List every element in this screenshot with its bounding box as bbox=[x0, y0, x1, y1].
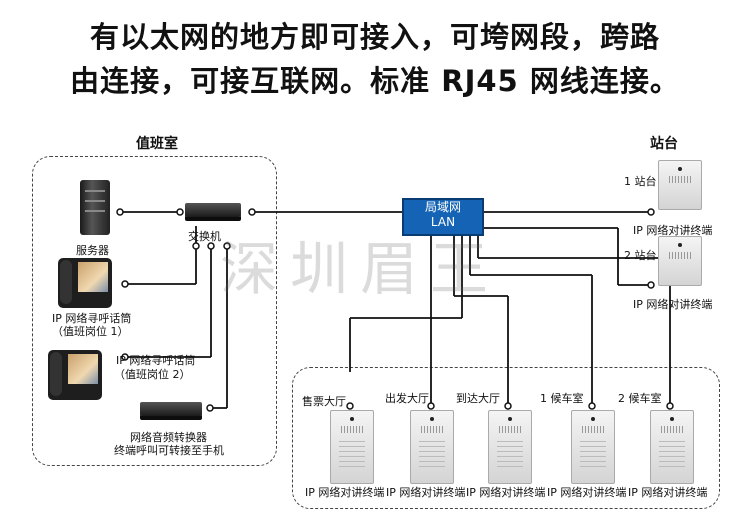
hall-terminal-icon bbox=[410, 410, 454, 484]
watermark-text: 深圳眉王 bbox=[220, 235, 501, 303]
hall-terminal-icon bbox=[571, 410, 615, 484]
phone-2-label: IP 网络寻呼话筒 bbox=[116, 354, 196, 367]
ip-paging-phone-2-icon bbox=[48, 350, 102, 400]
duty-room-zone bbox=[32, 156, 277, 466]
server-label: 服务器 bbox=[76, 244, 109, 257]
duty-room-title: 值班室 bbox=[136, 136, 178, 152]
hall-terminal-label: IP 网络对讲终端 bbox=[547, 486, 627, 499]
hall-zone bbox=[292, 367, 720, 509]
converter-sublabel: 终端呼叫可转接至手机 bbox=[114, 444, 224, 457]
hall-terminal-icon bbox=[650, 410, 694, 484]
lan-box: 局域网 LAN bbox=[402, 198, 484, 236]
hall-terminal-name: 出发大厅 bbox=[385, 392, 429, 405]
phone-1-sublabel: （值班岗位 1） bbox=[52, 325, 129, 338]
station-terminal-2-icon bbox=[658, 236, 702, 286]
lan-label-en: LAN bbox=[430, 215, 456, 229]
station-terminal-1-icon bbox=[658, 160, 702, 210]
hall-terminal-label: IP 网络对讲终端 bbox=[386, 486, 466, 499]
network-switch-icon bbox=[185, 203, 241, 217]
platform-2-label: 2 站台 bbox=[624, 249, 657, 262]
hall-terminal-label: IP 网络对讲终端 bbox=[466, 486, 546, 499]
headline-line-2: 由连接，可接互联网。标准 RJ45 网线连接。 bbox=[70, 64, 680, 98]
lan-label-cn: 局域网 bbox=[424, 200, 461, 214]
phone-2-sublabel: （值班岗位 2） bbox=[114, 368, 191, 381]
hall-terminal-name: 1 候车室 bbox=[540, 392, 584, 405]
ip-paging-phone-1-icon bbox=[58, 258, 112, 308]
station-title: 站台 bbox=[650, 136, 678, 152]
hall-terminal-label: IP 网络对讲终端 bbox=[305, 486, 385, 499]
hall-terminal-name: 售票大厅 bbox=[302, 395, 346, 408]
platform-1-label: 1 站台 bbox=[624, 175, 657, 188]
switch-label: 交换机 bbox=[188, 230, 221, 243]
hall-terminal-icon bbox=[488, 410, 532, 484]
hall-terminal-name: 到达大厅 bbox=[456, 392, 500, 405]
audio-converter-icon bbox=[140, 402, 202, 416]
station-terminal-1-label: IP 网络对讲终端 bbox=[633, 224, 713, 237]
station-terminal-2-label: IP 网络对讲终端 bbox=[633, 298, 713, 311]
headline-line-1: 有以太网的地方即可接入，可垮网段，跨路 bbox=[89, 20, 660, 54]
hall-terminal-name: 2 候车室 bbox=[618, 392, 662, 405]
phone-1-label: IP 网络寻呼话筒 bbox=[52, 312, 132, 325]
converter-label: 网络音频转换器 bbox=[130, 431, 207, 444]
server-icon bbox=[80, 180, 110, 235]
hall-terminal-icon bbox=[330, 410, 374, 484]
hall-terminal-label: IP 网络对讲终端 bbox=[628, 486, 708, 499]
